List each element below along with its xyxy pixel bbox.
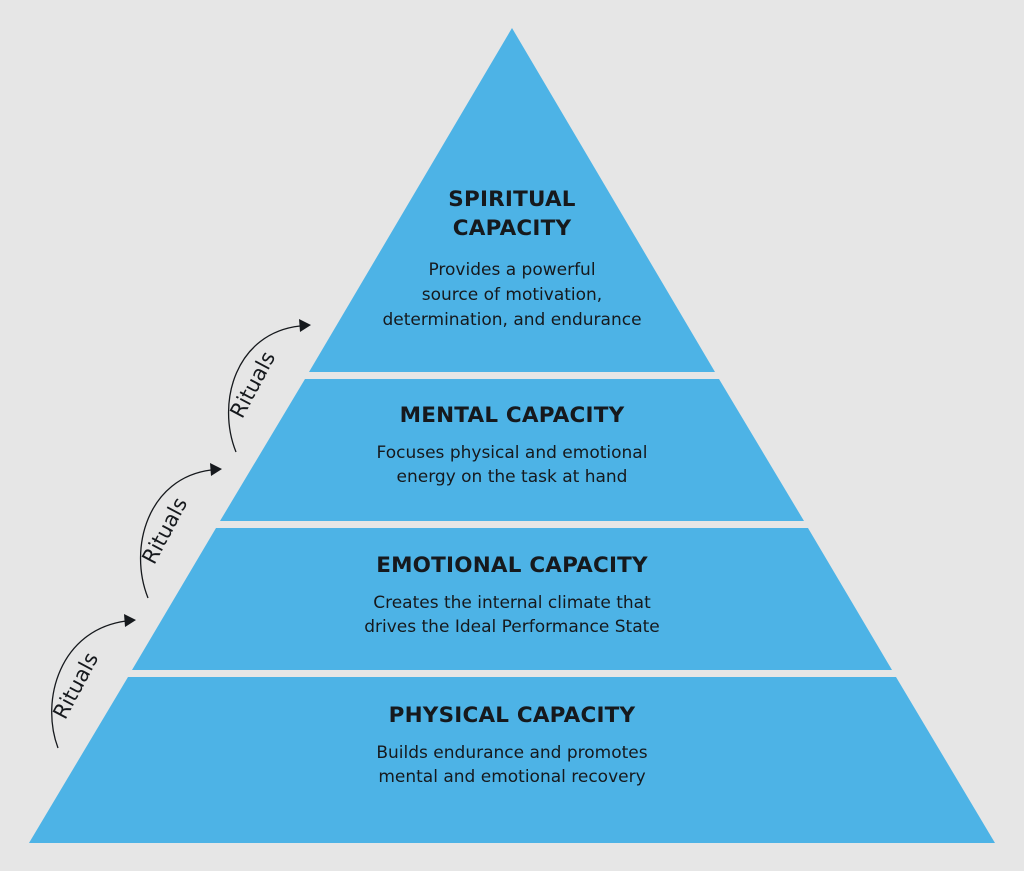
tier-spiritual: SPIRITUAL CAPACITY Provides a powerful s… (309, 28, 715, 372)
ritual-arc (51, 620, 127, 749)
tier-mental-desc-line-2: energy on the task at hand (397, 467, 628, 487)
tier-emotional-desc-line-1: Creates the internal climate that (373, 593, 651, 613)
tier-mental-desc-line-1: Focuses physical and emotional (377, 443, 648, 463)
tier-physical-desc-line-1: Builds endurance and promotes (376, 743, 647, 763)
tier-physical: PHYSICAL CAPACITY Builds endurance and p… (29, 677, 995, 843)
tier-emotional: EMOTIONAL CAPACITY Creates the internal … (132, 528, 892, 670)
tier-spiritual-shape (309, 28, 715, 372)
tier-mental: MENTAL CAPACITY Focuses physical and emo… (220, 379, 804, 521)
tier-spiritual-title-line-1: SPIRITUAL (448, 187, 575, 212)
ritual-arc (140, 469, 212, 599)
arrow-head-icon (210, 463, 222, 476)
arrow-head-icon (299, 319, 311, 332)
tier-mental-shape (220, 379, 804, 521)
ritual-arc (228, 325, 301, 453)
tier-physical-desc-line-2: mental and emotional recovery (378, 767, 645, 787)
tier-mental-title: MENTAL CAPACITY (400, 403, 625, 428)
pyramid: SPIRITUAL CAPACITY Provides a powerful s… (29, 28, 995, 843)
tier-emotional-desc-line-2: drives the Ideal Performance State (364, 617, 660, 637)
tier-spiritual-desc-line-1: Provides a powerful (428, 260, 595, 280)
tier-physical-title: PHYSICAL CAPACITY (389, 703, 636, 728)
tier-emotional-shape (132, 528, 892, 670)
tier-spiritual-title-line-2: CAPACITY (453, 216, 572, 241)
tier-spiritual-desc-line-3: determination, and endurance (382, 310, 641, 330)
tier-spiritual-desc-line-2: source of motivation, (422, 285, 602, 305)
tier-physical-shape (29, 677, 995, 843)
tier-emotional-title: EMOTIONAL CAPACITY (376, 553, 648, 578)
arrow-head-icon (124, 614, 136, 627)
